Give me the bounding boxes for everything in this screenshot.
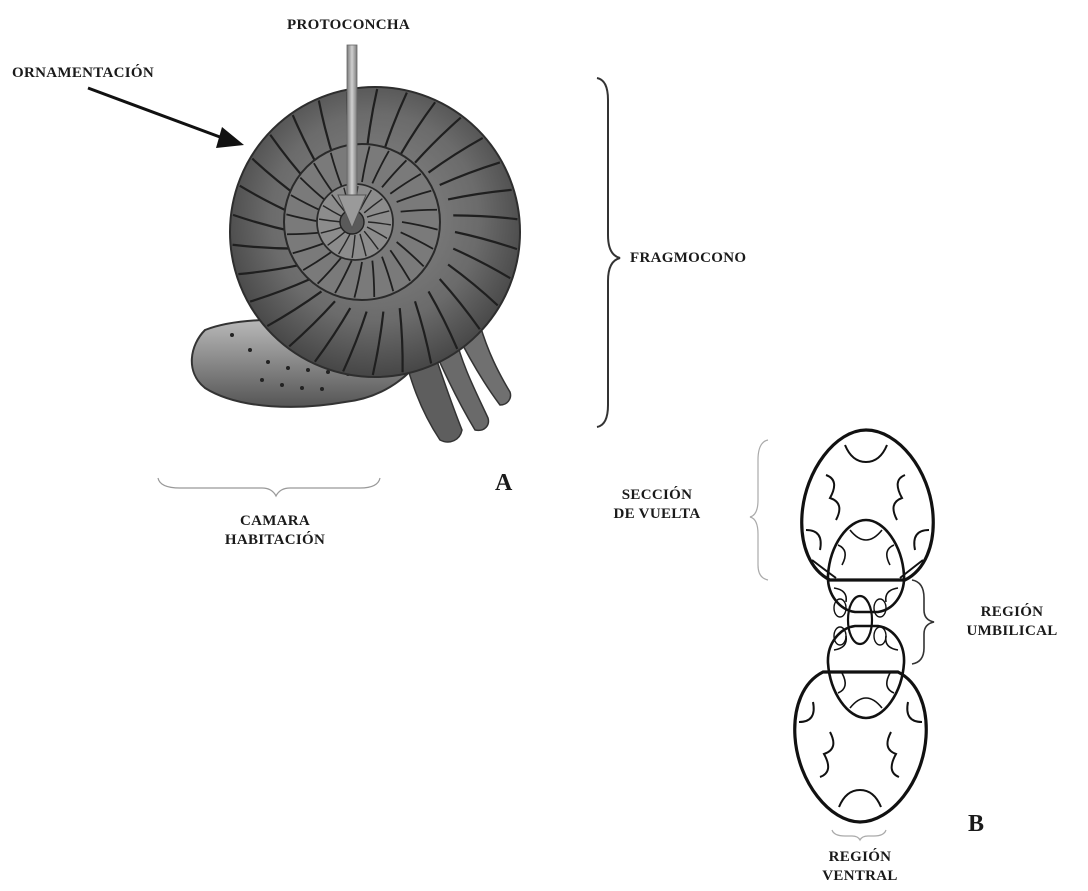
umbilical-center bbox=[848, 596, 872, 644]
camara-brace bbox=[158, 478, 380, 496]
ornamentacion-arrow bbox=[88, 88, 244, 148]
label-seccion-line1: SECCIÓN bbox=[592, 486, 722, 505]
top-outer-section bbox=[802, 430, 934, 580]
label-ventral-line1: REGIÓN bbox=[800, 848, 920, 867]
seccion-brace bbox=[750, 440, 768, 580]
ventral-brace bbox=[832, 830, 886, 840]
bottom-outer-section bbox=[795, 672, 927, 822]
label-region-ventral: REGIÓN VENTRAL bbox=[800, 848, 920, 886]
label-seccion-line2: DE VUELTA bbox=[592, 505, 722, 524]
label-ventral-line2: VENTRAL bbox=[800, 867, 920, 886]
label-ornamentacion: ORNAMENTACIÓN bbox=[12, 64, 154, 83]
label-fragmocono: FRAGMOCONO bbox=[630, 249, 746, 268]
label-camara-line2: HABITACIÓN bbox=[200, 531, 350, 550]
label-seccion-de-vuelta: SECCIÓN DE VUELTA bbox=[592, 486, 722, 524]
label-camara-line1: CAMARA bbox=[200, 512, 350, 531]
label-panel-a: A bbox=[495, 474, 513, 493]
fragmocono-brace bbox=[597, 78, 620, 427]
label-region-umbilical: REGIÓN UMBILICAL bbox=[952, 603, 1072, 641]
cross-section bbox=[795, 430, 934, 822]
label-umbilical-line2: UMBILICAL bbox=[952, 622, 1072, 641]
umbilical-brace bbox=[912, 580, 934, 664]
label-protoconcha: PROTOCONCHA bbox=[287, 16, 410, 35]
label-umbilical-line1: REGIÓN bbox=[952, 603, 1072, 622]
label-panel-b: B bbox=[968, 815, 984, 834]
label-camara-habitacion: CAMARA HABITACIÓN bbox=[200, 512, 350, 550]
